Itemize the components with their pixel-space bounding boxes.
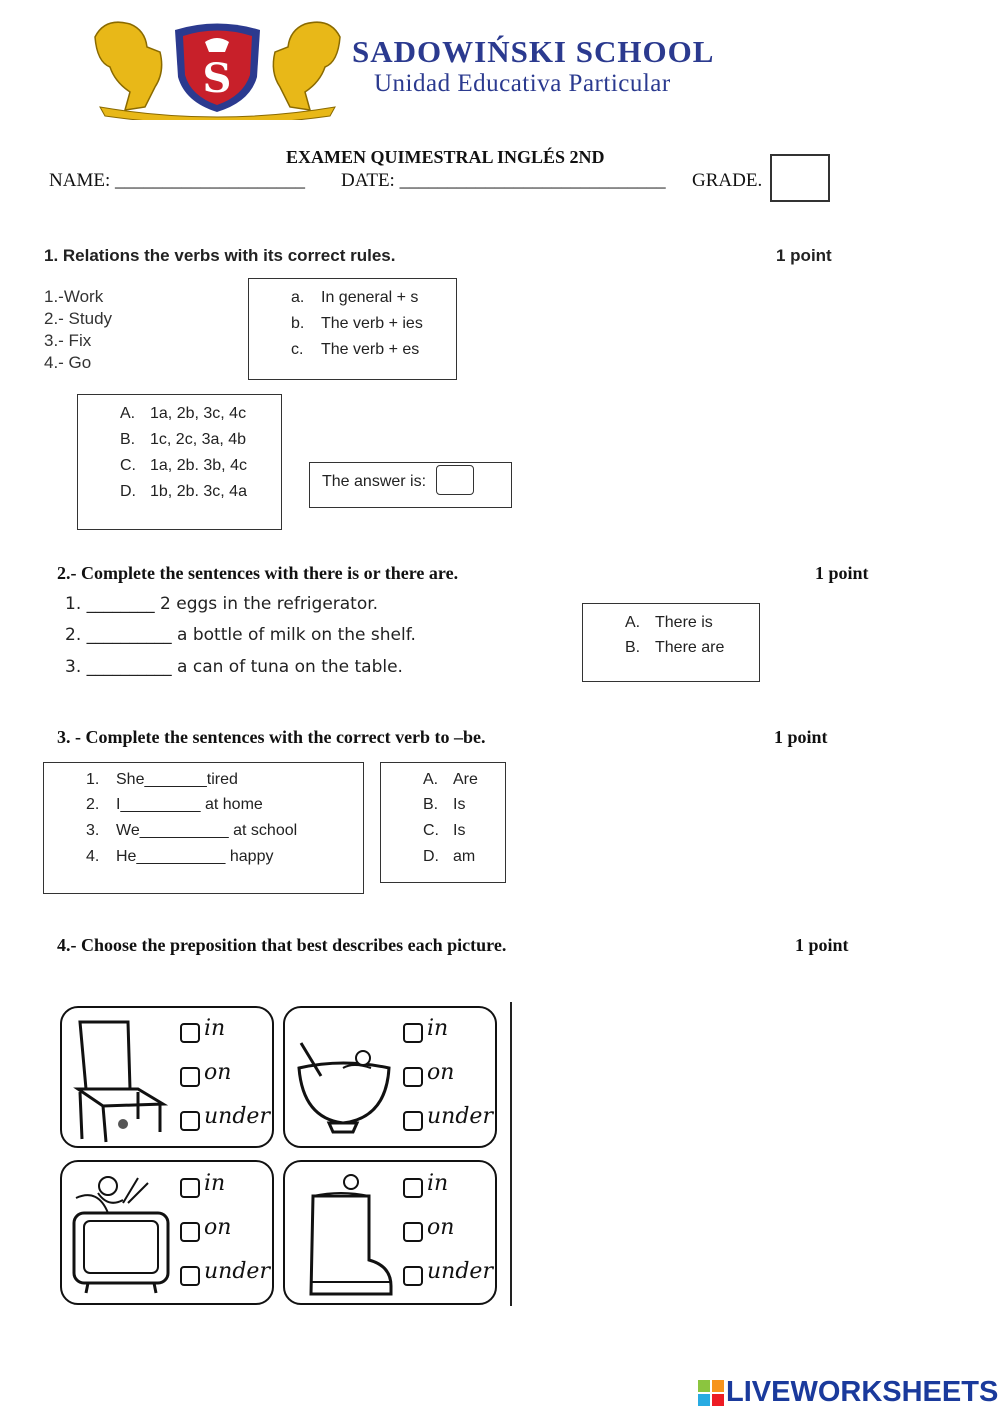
answer-input[interactable] [436,465,474,495]
verb-item: 2.- Study [44,309,113,328]
checkbox-label-in: in [427,1171,449,1196]
verb-item: 1.-Work [44,287,104,306]
q4-right-divider [510,1002,512,1306]
checkbox-on[interactable] [403,1222,423,1242]
q1-points: 1 point [776,246,832,265]
rule-item: b.The verb + ies [291,315,423,332]
q2-sentence[interactable]: 2. __________ a bottle of milk on the sh… [65,625,416,645]
date-field[interactable]: DATE: ____________________________ [341,170,666,191]
q3-sentences-box: 1.She_______tired 2.I_________ at home 3… [43,762,364,894]
checkbox-label-in: in [427,1016,449,1041]
q1-rules-box: a.In general + s b.The verb + ies c.The … [248,278,457,380]
option-item: B.There are [625,639,725,656]
picture-card-chair [60,1006,274,1148]
checkbox-label-on: on [427,1060,455,1085]
option-item: D.am [423,848,476,865]
grade-input-box[interactable] [770,154,830,202]
checkbox-label-on: on [204,1060,232,1085]
answer-label: The answer is: [322,473,427,490]
checkbox-label-under: under [427,1104,493,1129]
checkbox-label-under: under [427,1259,493,1284]
q1-answer-box: The answer is: [309,462,512,508]
school-name: SADOWIŃSKI SCHOOL [352,34,715,69]
q3-title: 3. - Complete the sentences with the cor… [57,727,486,747]
q2-sentence[interactable]: 3. __________ a can of tuna on the table… [65,657,403,677]
checkbox-under[interactable] [403,1266,423,1286]
q2-points: 1 point [815,563,869,583]
bowl-icon [297,1042,391,1134]
q3-points: 1 point [774,727,828,747]
option-item: A.Are [423,771,478,788]
rule-item: c.The verb + es [291,341,420,358]
name-field[interactable]: NAME: ____________________ [49,170,305,191]
checkbox-label-on: on [427,1215,455,1240]
checkbox-label-in: in [204,1171,226,1196]
checkbox-under[interactable] [180,1266,200,1286]
sentence-item[interactable]: 4.He__________ happy [86,848,274,865]
picture-card-tv [60,1160,274,1305]
q2-sentence[interactable]: 1. ________ 2 eggs in the refrigerator. [65,594,379,614]
school-crest-logo: S [85,12,350,125]
school-subtitle: Unidad Educativa Particular [374,70,671,97]
picture-card-bowl [283,1006,497,1148]
option-item: C.Is [423,822,466,839]
exam-title: EXAMEN QUIMESTRAL INGLÉS 2ND [286,147,605,167]
q2-options-box: A.There is B.There are [582,603,760,682]
q3-options-box: A.Are B.Is C.Is D.am [380,762,506,883]
option-item: B.Is [423,796,466,813]
checkbox-on[interactable] [180,1067,200,1087]
q1-choices-box: A.1a, 2b, 3c, 4c B.1c, 2c, 3a, 4b C.1a, … [77,394,282,530]
liveworksheets-logo [698,1380,724,1406]
svg-text:S: S [203,55,232,102]
verb-item: 3.- Fix [44,331,92,350]
checkbox-label-in: in [204,1016,226,1041]
sentence-item[interactable]: 3.We__________ at school [86,822,298,839]
q4-title: 4.- Choose the preposition that best des… [57,935,507,955]
checkbox-in[interactable] [403,1178,423,1198]
grade-label: GRADE. [692,170,763,191]
option-item: A.There is [625,614,713,631]
checkbox-in[interactable] [180,1178,200,1198]
choice-item: A.1a, 2b, 3c, 4c [120,405,247,422]
sentence-item[interactable]: 2.I_________ at home [86,796,263,813]
q2-title: 2.- Complete the sentences with there is… [57,563,459,583]
boot-icon [309,1174,393,1296]
checkbox-label-on: on [204,1215,232,1240]
verb-item: 4.- Go [44,353,92,372]
choice-item: C.1a, 2b. 3b, 4c [120,457,247,474]
checkbox-under[interactable] [403,1111,423,1131]
choice-item: D.1b, 2b. 3c, 4a [120,483,247,500]
q1-title: 1. Relations the verbs with its correct … [44,246,396,265]
checkbox-label-under: under [204,1104,270,1129]
checkbox-on[interactable] [180,1222,200,1242]
picture-card-boot [283,1160,497,1305]
liveworksheets-brand: LIVEWORKSHEETS [726,1376,999,1408]
chair-icon [73,1020,169,1143]
q4-points: 1 point [795,935,849,955]
choice-item: B.1c, 2c, 3a, 4b [120,431,247,448]
rule-item: a.In general + s [291,289,419,306]
q1-verb-list: 1.-Work 2.- Study 3.- Fix 4.- Go [44,286,112,374]
checkbox-in[interactable] [180,1023,200,1043]
checkbox-under[interactable] [180,1111,200,1131]
checkbox-on[interactable] [403,1067,423,1087]
checkbox-in[interactable] [403,1023,423,1043]
liveworksheets-icon [698,1380,724,1406]
tv-icon [72,1176,170,1294]
sentence-item[interactable]: 1.She_______tired [86,771,238,788]
checkbox-label-under: under [204,1259,270,1284]
